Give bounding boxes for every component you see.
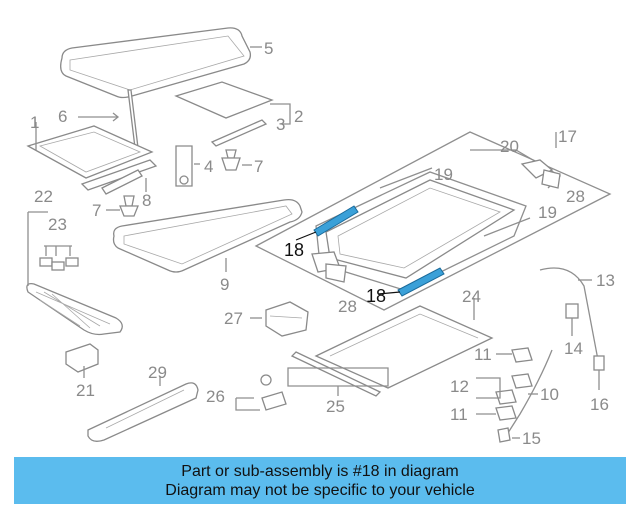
- part-25-rail: [287, 351, 389, 397]
- callout-label: 7: [92, 201, 101, 220]
- part-3-strip: [210, 119, 268, 147]
- part-10-cable: [505, 349, 553, 437]
- part-18-rail-upper: [295, 205, 359, 241]
- callout-label-highlighted: 18: [366, 286, 386, 306]
- callout-label: 12: [450, 377, 469, 396]
- callout-label: 16: [590, 395, 609, 414]
- callout-label: 23: [48, 215, 67, 234]
- part-22-deflector: [26, 211, 123, 336]
- info-banner: Part or sub-assembly is #18 in diagram D…: [14, 457, 626, 504]
- callout-label: 13: [596, 271, 615, 290]
- callout-label: 10: [540, 385, 559, 404]
- part-8-bracket: [101, 169, 147, 195]
- callout-label: 8: [142, 191, 151, 210]
- part-4-clip: [175, 145, 200, 187]
- banner-line-2: Diagram may not be specific to your vehi…: [165, 482, 475, 499]
- callout-label: 19: [434, 165, 453, 184]
- part-11-clip-lower: [476, 405, 517, 421]
- callout-label: 7: [254, 157, 263, 176]
- part-17-frame-assembly: [254, 131, 612, 311]
- callout-label: 27: [224, 309, 243, 328]
- part-26-screw: [235, 374, 287, 411]
- callout-label: 26: [206, 387, 225, 406]
- part-21-bracket: [65, 343, 99, 378]
- callout-label: 11: [474, 345, 492, 364]
- callout-label: 17: [558, 127, 577, 146]
- part-5-glass-panel: [60, 27, 262, 99]
- part-13-cable: [539, 267, 599, 361]
- callout-label: 9: [220, 275, 229, 294]
- part-12-clips: [476, 373, 533, 405]
- callout-label-highlighted: 18: [284, 240, 304, 260]
- callout-label: 22: [34, 187, 53, 206]
- part-1-screen-panel: [26, 122, 158, 191]
- part-16-grommet: [593, 355, 605, 390]
- callout-label: 4: [204, 157, 213, 176]
- part-7-bolt-top: [221, 149, 252, 171]
- callout-label: 29: [148, 363, 167, 382]
- callout-label: 5: [264, 39, 273, 58]
- part-7-bolt-left: [106, 195, 139, 217]
- callout-label: 21: [76, 381, 95, 400]
- callout-label: 25: [326, 397, 345, 416]
- part-14-clip: [565, 303, 579, 336]
- callout-label: 28: [566, 187, 585, 206]
- part-23-clips: [39, 245, 79, 271]
- callout-label: 28: [338, 297, 357, 316]
- part-18-rail-lower: [377, 267, 445, 297]
- part-15-clip: [497, 427, 520, 443]
- callout-label: 1: [30, 113, 39, 132]
- parts-diagram: 1 2 3 4 5 6 7 7 8 9 10 11 11 12 13 14 15…: [26, 27, 615, 448]
- part-9-seal: [112, 198, 303, 273]
- callout-label: 20: [500, 137, 519, 156]
- callout-label: 2: [294, 107, 303, 126]
- part-11-clip-upper: [496, 347, 533, 363]
- callout-label: 14: [564, 339, 583, 358]
- callout-label: 6: [58, 107, 67, 126]
- part-29-trim: [87, 376, 199, 442]
- callout-label: 3: [276, 115, 285, 134]
- callout-label: 24: [462, 287, 481, 306]
- callout-label: 11: [450, 405, 468, 424]
- callout-label: 19: [538, 203, 557, 222]
- part-2-panel: [174, 81, 291, 125]
- banner-line-1: Part or sub-assembly is #18 in diagram: [181, 463, 459, 480]
- callout-label: 15: [522, 429, 541, 448]
- part-27-motor: [250, 301, 309, 337]
